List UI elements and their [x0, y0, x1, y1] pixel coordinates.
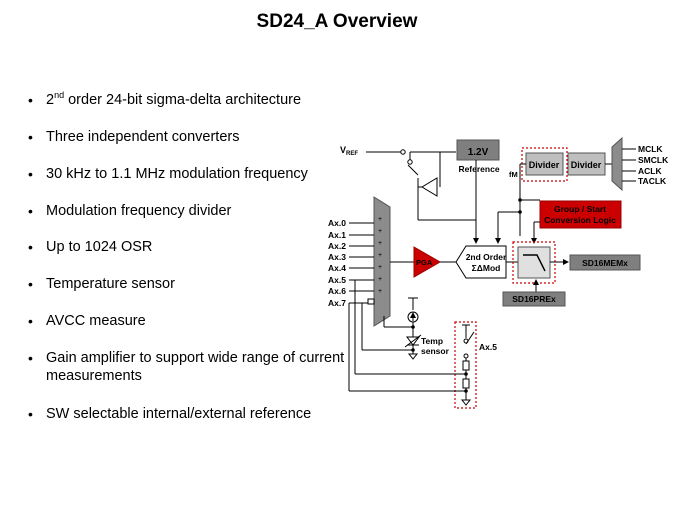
ground-icon	[460, 399, 472, 406]
input-label-ax0: Ax.0	[328, 218, 346, 228]
bullet-text: order 24-bit sigma-delta architecture	[64, 92, 302, 108]
clock-label-aclk: ACLK	[638, 166, 662, 176]
divider-2-label: Divider	[571, 160, 602, 170]
bullet-text: Three independent converters	[46, 129, 240, 145]
input-label-ax3: Ax.3	[328, 252, 346, 262]
divider-1-label: Divider	[529, 160, 560, 170]
group-start-label: Conversion Logic	[544, 215, 616, 225]
group-start-label: Group / Start	[554, 204, 606, 214]
switch-contact	[400, 149, 406, 155]
reference-value: 1.2V	[468, 147, 489, 158]
sigma-delta-modulator	[455, 245, 507, 279]
bullet-text: 30 kHz to 1.1 MHz modulation frequency	[46, 166, 308, 182]
ground-icon	[407, 353, 419, 360]
reference-1v2-box	[456, 139, 500, 161]
temp-sensor-label: Temp	[421, 336, 443, 346]
ax5-label: Ax.5	[479, 342, 497, 352]
resistor-icon	[462, 378, 470, 389]
input-label-ax4: Ax.4	[328, 263, 346, 273]
group-start-logic-box	[539, 200, 622, 229]
vref-label: VREF	[340, 145, 358, 157]
diode-slash	[404, 334, 422, 348]
filter-icon	[523, 254, 546, 272]
avcc-divider-highlight	[454, 321, 477, 409]
pga-amplifier	[413, 246, 442, 278]
bullet-text: Gain amplifier to support wide range of …	[46, 350, 345, 384]
bullet-item: 2nd order 24-bit sigma-delta architectur…	[28, 91, 301, 109]
bullet-text-prefix: 2	[46, 92, 55, 108]
modulator-label: ΣΔMod	[472, 263, 501, 273]
bullet-item: AVCC measure	[28, 312, 366, 330]
clock-label-taclk: TACLK	[638, 176, 667, 186]
avcc-switch	[465, 331, 475, 345]
sd16memx-box	[569, 254, 641, 271]
clock-label-smclk: SMCLK	[638, 155, 669, 165]
sd16prex-label: SD16PREx	[512, 294, 556, 304]
input-label-ax7: Ax.7	[328, 298, 346, 308]
vref-switch	[407, 164, 419, 176]
bullet-item: Three independent converters	[28, 128, 366, 146]
clock-label-mclk: MCLK	[638, 144, 663, 154]
bullet-text: Temperature sensor	[46, 276, 175, 292]
input-labels: Ax.0 Ax.1 Ax.2 Ax.3 Ax.4 Ax.5 Ax.6 Ax.7	[328, 218, 346, 308]
input-label-ax2: Ax.2	[328, 241, 346, 251]
switch-contact	[407, 159, 413, 165]
bullet-superscript: nd	[54, 90, 65, 101]
svg-text:+: +	[378, 288, 382, 295]
svg-text:+: +	[378, 216, 382, 223]
resistor-icon	[462, 360, 470, 371]
modulator-label: 2nd Order	[466, 252, 507, 262]
sd16prex-box	[502, 291, 566, 307]
input-lines	[349, 222, 374, 304]
fm-label: fM	[509, 170, 518, 179]
bullet-item: Up to 1024 OSR	[28, 238, 366, 256]
bullet-text: AVCC measure	[46, 313, 146, 329]
bullet-text: Up to 1024 OSR	[46, 239, 153, 255]
divider-highlight	[521, 147, 568, 182]
ref-buffer	[421, 177, 438, 197]
svg-text:+: +	[378, 264, 382, 271]
input-mux	[373, 196, 391, 327]
bullet-item: Temperature sensor	[28, 275, 366, 293]
digital-filter-box	[517, 246, 551, 279]
input-label-ax1: Ax.1	[328, 230, 346, 240]
temp-sensor-label: sensor	[421, 346, 450, 356]
svg-text:+: +	[378, 240, 382, 247]
reference-label: Reference	[458, 164, 499, 174]
mux-plus-signs: + + + + + + +	[378, 216, 382, 295]
sd16memx-label: SD16MEMx	[582, 258, 628, 268]
switch-contact	[463, 353, 469, 359]
svg-text:+: +	[378, 228, 382, 235]
bullet-item: Modulation frequency divider	[28, 202, 366, 220]
pga-label: PGA	[416, 258, 433, 267]
bullet-item: Gain amplifier to support wide range of …	[28, 349, 346, 385]
bullet-text: SW selectable internal/external referenc…	[46, 406, 312, 422]
svg-text:+: +	[378, 276, 382, 283]
clock-mux	[611, 136, 623, 192]
bullet-item: SW selectable internal/external referenc…	[28, 405, 366, 423]
page-title: SD24_A Overview	[256, 11, 418, 32]
svg-text:+: +	[378, 252, 382, 259]
input-label-ax6: Ax.6	[328, 286, 346, 296]
mux-neg-input	[367, 298, 375, 305]
bullet-item: 30 kHz to 1.1 MHz modulation frequency	[28, 165, 366, 183]
input-label-ax5: Ax.5	[328, 275, 346, 285]
bullet-text: Modulation frequency divider	[46, 203, 232, 219]
